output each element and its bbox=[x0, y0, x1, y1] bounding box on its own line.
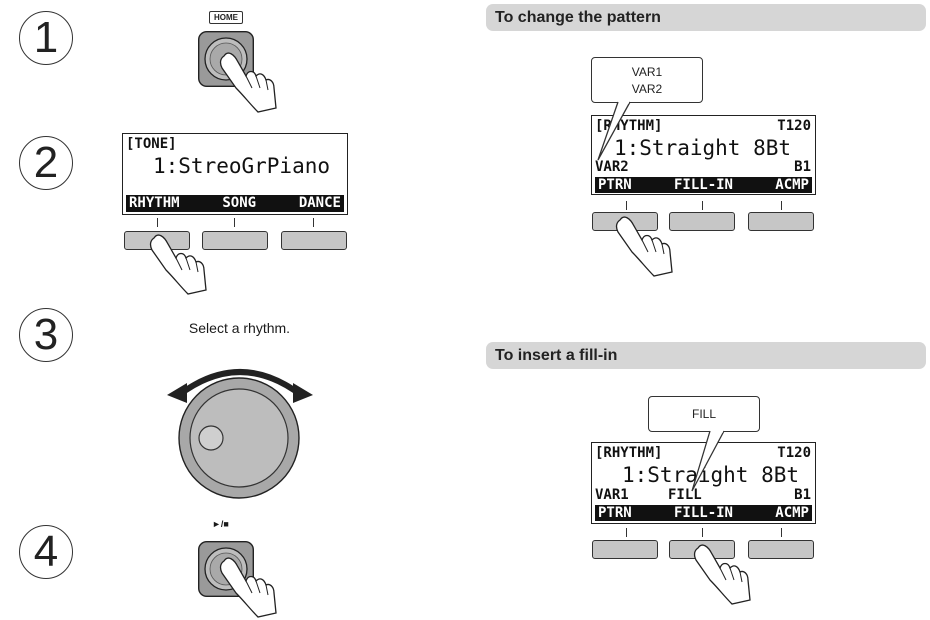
lcd-label-ptrn: PTRN bbox=[598, 177, 632, 193]
lcd-header: [RHYTHM] bbox=[595, 445, 663, 461]
change-pattern-header: To change the pattern bbox=[486, 4, 926, 31]
dial-icon bbox=[178, 377, 300, 499]
softkey-ptrn-button[interactable] bbox=[592, 540, 658, 559]
lcd-label-fill-in: FILL-IN bbox=[673, 177, 733, 193]
tick bbox=[234, 218, 236, 227]
lcd-label-rhythm: RHYTHM bbox=[129, 195, 180, 211]
callout-fill: FILL bbox=[691, 407, 716, 421]
callout-pointer bbox=[691, 429, 725, 492]
callout-var2: VAR2 bbox=[631, 82, 663, 96]
softkey-acmp-button[interactable] bbox=[748, 540, 814, 559]
step-1-number: 1 bbox=[19, 11, 73, 65]
dial-knob[interactable] bbox=[178, 377, 300, 499]
hand-pointer-icon bbox=[149, 234, 207, 295]
lcd-label-dance: DANCE bbox=[298, 195, 341, 211]
lcd-tempo: T120 bbox=[777, 118, 811, 134]
lcd-softkey-bar: PTRN FILL-IN ACMP bbox=[595, 177, 812, 193]
step-4-number: 4 bbox=[19, 525, 73, 579]
tick bbox=[626, 528, 628, 537]
step-2-number: 2 bbox=[19, 136, 73, 190]
hand-pointer-icon bbox=[693, 544, 751, 605]
tick bbox=[157, 218, 159, 227]
step-1-label: 1 bbox=[33, 13, 59, 62]
rotate-arrow-icon bbox=[167, 369, 313, 403]
hand-pointer-icon bbox=[219, 52, 277, 113]
play-stop-label: ►/■ bbox=[212, 519, 229, 529]
tick bbox=[702, 528, 704, 537]
step-2-label: 2 bbox=[33, 138, 59, 187]
lcd-softkey-bar: RHYTHM SONG DANCE bbox=[126, 195, 344, 212]
lcd-fill-indicator: FILL bbox=[668, 487, 702, 503]
lcd-label-acmp: ACMP bbox=[775, 505, 809, 521]
home-button-label: HOME bbox=[209, 11, 243, 24]
lcd-label-acmp: ACMP bbox=[775, 177, 809, 193]
callout-pointer bbox=[597, 100, 631, 161]
lcd-label-song: SONG bbox=[222, 195, 257, 211]
fill-callout: FILL bbox=[648, 396, 760, 432]
softkey-acmp-button[interactable] bbox=[748, 212, 814, 231]
tick bbox=[781, 528, 783, 537]
hand-pointer-icon bbox=[219, 557, 277, 618]
insert-fill-header: To insert a fill-in bbox=[486, 342, 926, 369]
tick bbox=[626, 201, 628, 210]
variation-callout: VAR1 VAR2 bbox=[591, 57, 703, 103]
lcd-tempo: T120 bbox=[777, 445, 811, 461]
softkey-dance-button[interactable] bbox=[281, 231, 347, 250]
tick bbox=[313, 218, 315, 227]
lcd-label-fill-in: FILL-IN bbox=[673, 505, 733, 521]
step-3-label: 3 bbox=[33, 310, 59, 359]
hand-pointer-icon bbox=[615, 216, 673, 277]
lcd-tone-name: 1:StreoGrPiano bbox=[153, 154, 331, 178]
callout-var1: VAR1 bbox=[631, 65, 663, 79]
lcd-label-ptrn: PTRN bbox=[598, 505, 632, 521]
step-3-number: 3 bbox=[19, 308, 73, 362]
lcd-softkey-bar: PTRN FILL-IN ACMP bbox=[595, 505, 812, 521]
step-3-instruction: Select a rhythm. bbox=[188, 320, 291, 336]
tone-lcd: [TONE] 1:StreoGrPiano RHYTHM SONG DANCE bbox=[122, 133, 348, 215]
lcd-rhythm-name: 1:Straight 8Bt bbox=[614, 136, 792, 160]
softkey-fill-in-button[interactable] bbox=[669, 212, 735, 231]
step-4-label: 4 bbox=[33, 527, 59, 576]
lcd-variation: VAR1 bbox=[595, 487, 629, 503]
lcd-variation: VAR2 bbox=[595, 159, 629, 175]
tick bbox=[702, 201, 704, 210]
softkey-song-button[interactable] bbox=[202, 231, 268, 250]
lcd-rhythm-name: 1:Straight 8Bt bbox=[622, 463, 800, 487]
lcd-beat: B1 bbox=[794, 159, 811, 175]
lcd-header: [TONE] bbox=[126, 136, 177, 152]
lcd-beat: B1 bbox=[794, 487, 811, 503]
tick bbox=[781, 201, 783, 210]
